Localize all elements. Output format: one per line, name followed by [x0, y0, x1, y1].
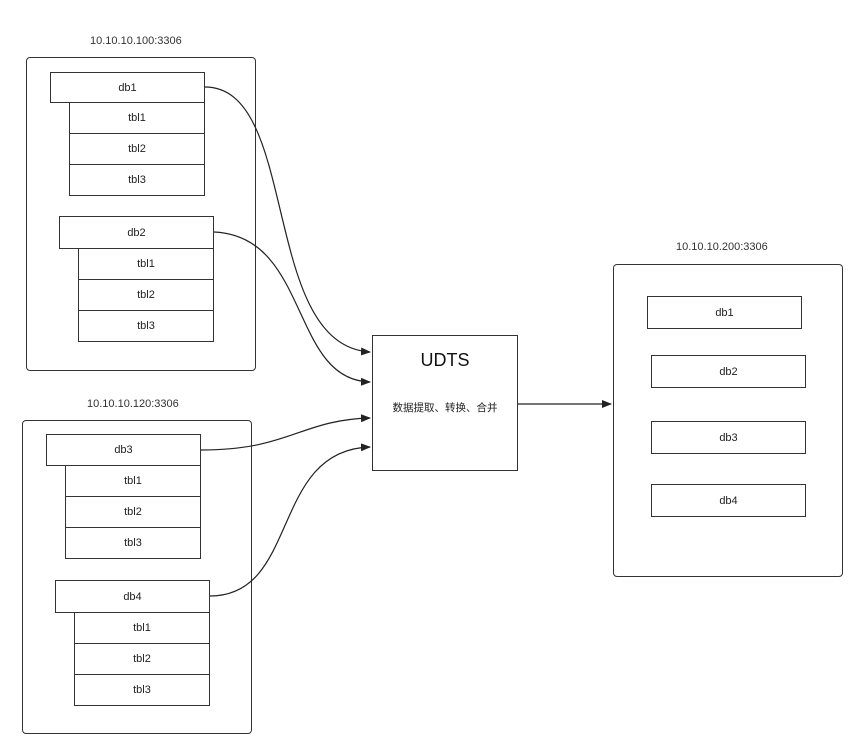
- source-db-db2-header: db2: [59, 216, 214, 249]
- source-db1-tbl3: tbl3: [69, 164, 205, 196]
- source-server-2-host-label: 10.10.10.120:3306: [87, 398, 179, 410]
- source-db4-tbl3: tbl3: [74, 674, 210, 706]
- udts-title: UDTS: [420, 350, 470, 370]
- source-db2-tbl3: tbl3: [78, 310, 214, 342]
- source-db4-tbl1: tbl1: [74, 612, 210, 644]
- target-db-db3: db3: [651, 421, 806, 454]
- source-db-db1-header: db1: [50, 72, 205, 103]
- source-db1-tbl2: tbl2: [69, 133, 205, 165]
- target-db-db2: db2: [651, 355, 806, 388]
- source-db3-tbl2: tbl2: [65, 496, 201, 528]
- source-db3-tbl1: tbl1: [65, 465, 201, 497]
- udts-process-box: UDTS 数据提取、转换、合并: [372, 335, 518, 471]
- source-db-db4-header: db4: [55, 580, 210, 613]
- source-server-1-host-label: 10.10.10.100:3306: [90, 35, 182, 47]
- target-server-host-label: 10.10.10.200:3306: [676, 241, 768, 253]
- udts-subtitle: 数据提取、转换、合并: [392, 402, 498, 414]
- target-db-db4: db4: [651, 484, 806, 517]
- source-db2-tbl2: tbl2: [78, 279, 214, 311]
- source-db-db3-header: db3: [46, 434, 201, 466]
- target-db-db1: db1: [647, 296, 802, 329]
- source-db4-tbl2: tbl2: [74, 643, 210, 675]
- source-db1-tbl1: tbl1: [69, 102, 205, 134]
- source-db2-tbl1: tbl1: [78, 248, 214, 280]
- source-db3-tbl3: tbl3: [65, 527, 201, 559]
